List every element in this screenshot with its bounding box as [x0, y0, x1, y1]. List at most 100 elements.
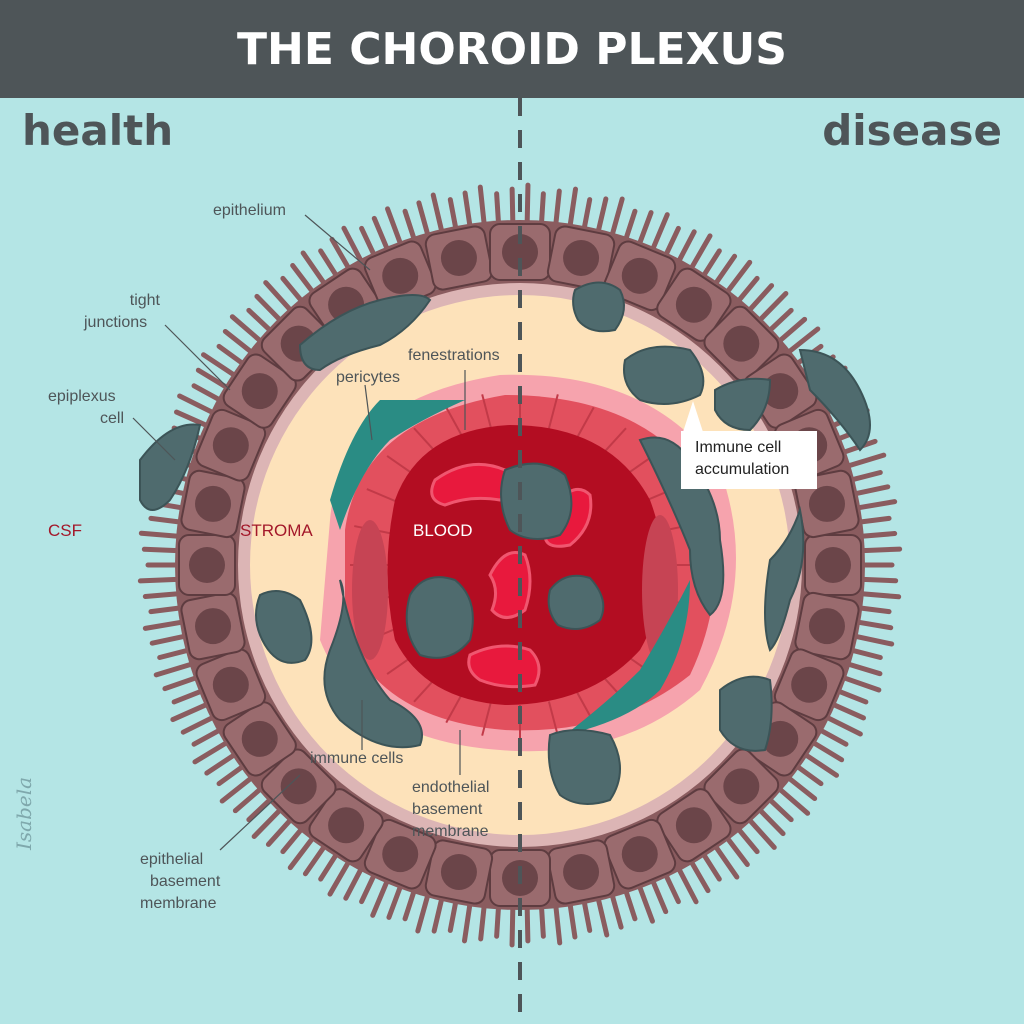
- microvillus: [800, 750, 840, 778]
- artist-signature: Isabela: [12, 776, 36, 850]
- epithelial-cell: [656, 267, 732, 342]
- microvillus: [792, 762, 824, 787]
- label-epithelial: epithelial: [140, 851, 204, 868]
- microvillus: [699, 849, 722, 882]
- microvillus: [461, 898, 473, 944]
- microvillus: [216, 343, 248, 368]
- label-endothelial-membrane: membrane: [412, 823, 489, 840]
- microvillus: [711, 841, 740, 880]
- microvillus: [783, 773, 818, 802]
- epithelial-cell: [424, 225, 494, 291]
- blood-immune-cells: [405, 462, 605, 659]
- microvillus: [477, 184, 487, 230]
- microvillus: [815, 726, 849, 747]
- microvillus: [416, 200, 432, 241]
- microvillus: [318, 248, 341, 281]
- microvillus: [765, 795, 794, 823]
- label-endothelial: endothelial: [412, 779, 490, 796]
- microvillus: [850, 633, 895, 647]
- label-junctions: junctions: [84, 314, 148, 331]
- fenestration: [481, 394, 493, 429]
- epithelial-cell: [363, 240, 437, 312]
- label-epithelium: epithelium: [213, 202, 286, 219]
- microvillus: [636, 210, 654, 249]
- microvillus: [327, 856, 353, 897]
- microvillus: [402, 885, 418, 922]
- microvillus: [341, 225, 365, 267]
- label-epithelial-membrane: membrane: [140, 895, 217, 912]
- microvillus: [856, 531, 898, 540]
- microvillus: [774, 316, 808, 346]
- microvillus: [774, 784, 811, 816]
- microvillus: [538, 191, 546, 229]
- microvillus: [675, 863, 699, 905]
- fenestration: [547, 701, 559, 736]
- epithelial-cell: [804, 534, 862, 596]
- microvillus: [581, 896, 593, 933]
- health-panel-title: health: [22, 106, 174, 155]
- microvillus: [415, 889, 432, 934]
- epithelial-cell: [703, 748, 780, 825]
- fenestration: [575, 406, 595, 440]
- microvillus: [524, 902, 531, 944]
- epithelial-cell: [180, 591, 246, 661]
- label-tight: tight: [129, 292, 160, 309]
- microvillus: [699, 248, 722, 281]
- label-stroma: STROMA: [240, 521, 313, 540]
- microvillus: [216, 762, 248, 787]
- microvillus: [329, 236, 353, 274]
- epithelial-cell: [489, 223, 551, 281]
- microvillus: [359, 870, 378, 905]
- label-blood: BLOOD: [413, 521, 473, 540]
- microvillus: [846, 647, 883, 661]
- callout-line-2: accumulation: [695, 461, 790, 478]
- microvillus: [509, 186, 516, 228]
- microvillus: [431, 893, 445, 934]
- microvillus: [852, 499, 898, 511]
- microvillus: [280, 275, 306, 306]
- microvillus: [608, 196, 625, 241]
- microvillus: [138, 530, 184, 540]
- microvillus: [171, 687, 207, 705]
- microvillus: [157, 647, 194, 661]
- microvillus: [765, 307, 794, 335]
- microvillus: [478, 900, 487, 942]
- epithelial-cell: [222, 353, 297, 429]
- microvillus: [662, 870, 681, 905]
- microvillus: [745, 283, 775, 315]
- microvillus: [649, 875, 669, 915]
- microvillus: [553, 900, 563, 946]
- microvillus: [662, 225, 681, 260]
- page-title: THE CHOROID PLEXUS: [0, 0, 1024, 98]
- microvillus: [755, 291, 789, 325]
- microvillus: [200, 352, 240, 380]
- microvillus: [581, 197, 593, 234]
- microvillus: [170, 700, 212, 723]
- microvillus: [137, 576, 183, 584]
- microvillus: [622, 885, 638, 922]
- leader-lines: [132, 214, 466, 851]
- label-epithelial-basement: basement: [150, 873, 221, 890]
- microvillus: [509, 902, 516, 948]
- label-pericytes: pericytes: [336, 369, 401, 386]
- microvillus: [300, 250, 329, 289]
- microvillus: [734, 275, 760, 306]
- microvillus: [447, 197, 459, 234]
- label-fenestrations: fenestrations: [408, 347, 500, 364]
- microvillus: [734, 824, 760, 855]
- microvillus: [745, 815, 777, 850]
- label-epiplexus-cell: cell: [100, 410, 125, 427]
- microvillus: [595, 893, 610, 938]
- microvillus: [343, 863, 365, 901]
- microvillus: [371, 215, 391, 255]
- microvillus: [265, 815, 295, 847]
- microvillus: [822, 713, 863, 737]
- microvillus: [254, 293, 285, 325]
- microvillus: [649, 212, 670, 255]
- microvillus: [842, 452, 887, 470]
- microvillus: [174, 409, 212, 430]
- label-epiplexus: epiplexus: [48, 388, 116, 405]
- microvillus: [149, 633, 190, 646]
- microvillus: [854, 605, 892, 615]
- endothelial-nucleus: [352, 520, 388, 660]
